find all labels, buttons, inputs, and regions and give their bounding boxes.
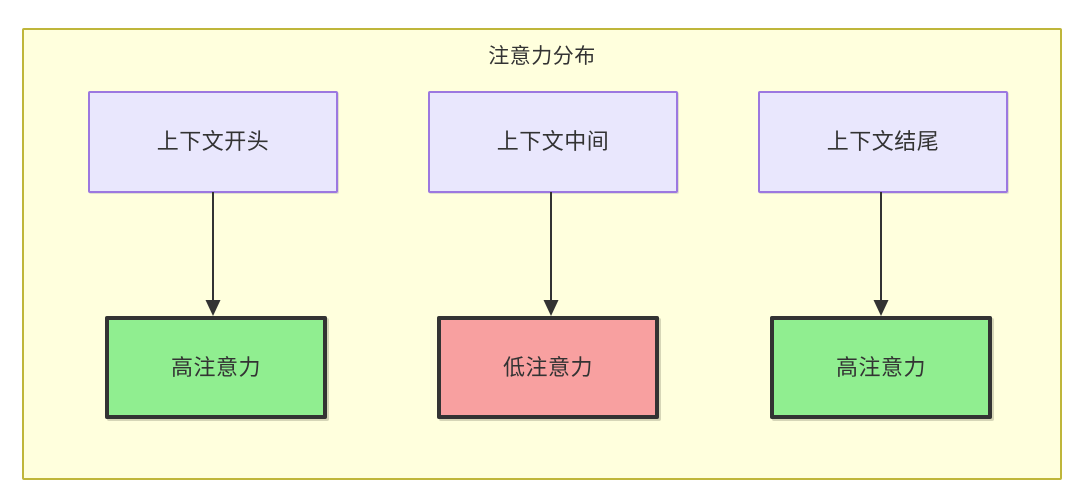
node-attention-low-middle[interactable]: 低注意力 <box>437 316 659 419</box>
node-label: 上下文开头 <box>156 129 270 154</box>
edge-context-end-to-high-attention <box>868 192 894 318</box>
edge-context-middle-to-low-attention <box>538 192 564 318</box>
node-context-middle[interactable]: 上下文中间 <box>428 91 678 193</box>
node-label: 上下文中间 <box>496 129 610 154</box>
diagram-title: 注意力分布 <box>488 45 596 68</box>
node-attention-high-end[interactable]: 高注意力 <box>770 316 992 419</box>
node-context-end[interactable]: 上下文结尾 <box>758 91 1008 193</box>
edge-context-start-to-high-attention <box>200 192 226 318</box>
node-context-start[interactable]: 上下文开头 <box>88 91 338 193</box>
node-label: 高注意力 <box>835 354 926 380</box>
node-label: 上下文结尾 <box>826 129 940 154</box>
node-label: 高注意力 <box>170 354 261 380</box>
node-label: 低注意力 <box>502 354 593 380</box>
node-attention-high-start[interactable]: 高注意力 <box>105 316 327 419</box>
